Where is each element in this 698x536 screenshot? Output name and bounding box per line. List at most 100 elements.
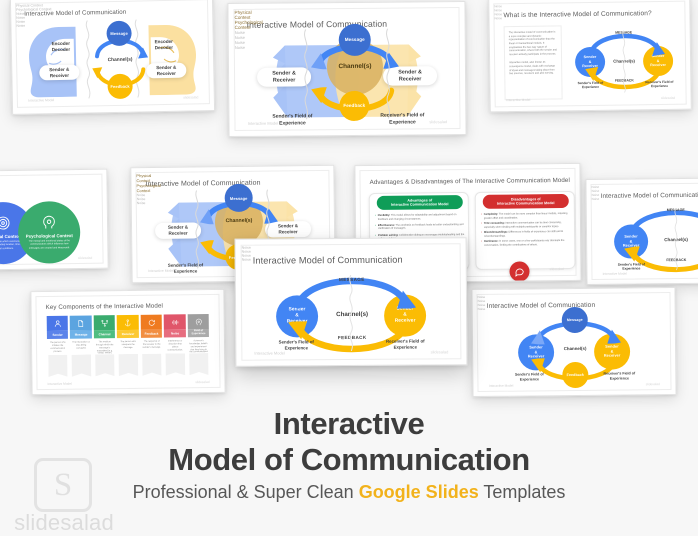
slide-thumbnail-circular-right[interactable]: Interactive Model of Communication Sende… <box>585 176 698 286</box>
slide-thumbnail-message-feedback-node[interactable]: Interactive Model of Communication Sende… <box>471 286 677 398</box>
subtitle-before: Professional & Super Clean <box>132 482 359 502</box>
list-item: • Dominance: In some cases, one or a few… <box>481 239 571 247</box>
noise-wave-right <box>386 28 390 119</box>
channel-label: Channel(s) <box>563 345 587 352</box>
channel-label: Channel(s) <box>107 57 133 64</box>
noise-label-br: Noise <box>477 306 486 312</box>
slide-footer-left: Interactive Model <box>148 269 174 274</box>
circular-diagram: Sender & Receiver Sender & Receiver Mess… <box>478 293 671 391</box>
component-column[interactable]: Message The information or idea being co… <box>70 315 92 376</box>
component-column[interactable]: Field of Experience A person's knowledge… <box>187 314 210 375</box>
slide-footer-left: Interactive Model <box>506 98 531 103</box>
key-components-row: Sender The person who initiates the comm… <box>46 314 210 377</box>
disadvantages-header-pill: Disadvantages of Interactive Communicati… <box>482 193 569 209</box>
head-gear-icon <box>43 215 55 229</box>
slide-footer-left: Interactive Model <box>28 98 55 104</box>
left-head-label: Encoder Decoder <box>51 40 71 53</box>
slide-thumbnail-advantages-disadvantages[interactable]: Advantages & Disadvantages of The Intera… <box>354 162 582 284</box>
overlap-diagram: Physical Context Channel(s) Psychologica… <box>234 8 459 130</box>
slide-thumbnail-overlap[interactable]: Interactive Model of Communication Physi… <box>227 0 467 138</box>
list-item: • Complexity: The model can be more comp… <box>481 212 571 220</box>
slide-footer-left: Interactive Model <box>247 120 279 126</box>
message-node: Message <box>338 23 371 57</box>
message-node: Message <box>561 306 588 334</box>
heads-diagram: Encoder Decoder Sender & Receiver Encode… <box>16 0 209 107</box>
noise-wave-left <box>195 190 200 269</box>
psychological-context-desc: The mental and emotional states of the c… <box>28 239 70 250</box>
component-column[interactable]: Noise Interference or distortion that af… <box>164 314 186 375</box>
component-column[interactable]: Sender The person who initiates the comm… <box>46 315 69 377</box>
sender-field-label: Sender's Field of Experience <box>577 80 604 90</box>
list-item: • Time consuming: Interactive communicat… <box>481 221 571 229</box>
psychological-context-label: Psychological Context <box>234 19 263 30</box>
bullet-dot: • <box>375 223 376 227</box>
bullet-dot: • <box>480 221 482 225</box>
main-title-line2: Model of Communication <box>168 442 530 477</box>
receiver-field-label: Receiver's Field of Experience <box>603 371 636 381</box>
list-item: • Misunderstandings: Differences in fiel… <box>481 230 571 238</box>
noise-label-br: Noise <box>234 44 246 50</box>
slide-footer-right: slidesalad <box>183 95 199 101</box>
slidesalad-logo-icon: S <box>34 458 92 512</box>
noise-label-bl: Noise <box>136 201 146 206</box>
bullet-dot: • <box>374 213 376 217</box>
component-name: Message <box>70 330 92 339</box>
bullet-dot: • <box>480 212 482 216</box>
refresh-icon <box>140 314 163 330</box>
speech-bubble-badge <box>509 261 530 282</box>
component-name: Feedback <box>140 329 163 338</box>
component-sheet <box>142 354 162 376</box>
component-sheet <box>166 353 186 375</box>
slide-footer-left: Interactive Model <box>602 271 627 276</box>
component-desc: The information or idea being conveyed. <box>72 341 91 350</box>
disadvantages-list: • Complexity: The model can be more comp… <box>481 212 571 247</box>
subtitle: Professional & Super Clean Google Slides… <box>0 482 698 503</box>
component-sheet <box>189 353 209 375</box>
component-column[interactable]: Receiver The person who interprets the m… <box>117 314 139 376</box>
component-sheet <box>48 355 68 377</box>
component-desc: The person who initiates the communicati… <box>49 341 66 353</box>
noise-wave-center <box>349 274 353 352</box>
receiver-field-label: Receiver's Field of Experience <box>645 79 674 89</box>
slide-footer-right: slidesalad <box>660 96 676 101</box>
physical-context-circle: Physical Context The environment in whic… <box>0 201 35 265</box>
message-node: Message <box>224 183 253 213</box>
page-title: Key Components of the Interactive Model <box>45 302 164 312</box>
psychological-context-label: Psychological Context <box>136 182 162 194</box>
circular-diagram: Sender & Receiver Sender & Receiver MESS… <box>494 2 685 107</box>
advantages-header-pill: Advantages of Interactive Communication … <box>376 195 463 210</box>
noise-wave-center <box>622 30 626 93</box>
message-arc <box>588 33 666 57</box>
speech-bubble-icon <box>515 268 524 277</box>
slide-thumbnail-key-components[interactable]: Key Components of the Interactive Model … <box>30 288 226 396</box>
logo-letter: S <box>53 466 73 503</box>
physical-context-label: Physical Context <box>136 172 152 184</box>
component-column[interactable]: Channel The medium through which the mes… <box>93 315 116 376</box>
slide-footer-left: Interactive Model <box>254 350 285 356</box>
message-arc <box>294 277 417 310</box>
network-icon <box>93 315 116 331</box>
circular-diagram: Sender & Receiver Sender & Receiver MESS… <box>592 183 698 279</box>
head-gear-icon <box>187 314 210 330</box>
list-item: • Effectiveness: The emphasis on feedbac… <box>375 223 465 231</box>
component-name: Noise <box>164 329 186 338</box>
slide-thumbnail-main-circular[interactable]: Interactive Model of Communication Sende… <box>234 237 468 367</box>
target-icon <box>0 216 10 230</box>
noise-label-br: Noise <box>591 196 600 201</box>
subtitle-accent: Google Slides <box>358 482 479 502</box>
slide-footer-right: slidesalad <box>77 255 93 260</box>
component-column[interactable]: Feedback The response of the receiver to… <box>140 314 163 376</box>
slide-thumbnail-what-is[interactable]: What is the Interactive Model of Communi… <box>488 0 692 113</box>
bullet-dot: • <box>481 239 483 244</box>
right-head-label: Encoder Decoder <box>154 38 174 51</box>
anchor-icon <box>117 314 139 331</box>
slide-footer-left: Interactive Model <box>47 381 72 386</box>
subtitle-after: Templates <box>478 482 566 502</box>
slide-thumbnail-heads[interactable]: Interactive Model of Communication Encod… <box>9 0 216 115</box>
component-desc: The response of the receiver to the send… <box>142 340 161 349</box>
slide-footer-right: slidesalad <box>549 267 564 272</box>
noise-label-br: Noise <box>494 16 503 21</box>
slide-thumbnail-context-venn[interactable]: ...ctive Communication Physical Context … <box>0 168 109 272</box>
slide-footer-right: slidesalad <box>645 381 660 386</box>
